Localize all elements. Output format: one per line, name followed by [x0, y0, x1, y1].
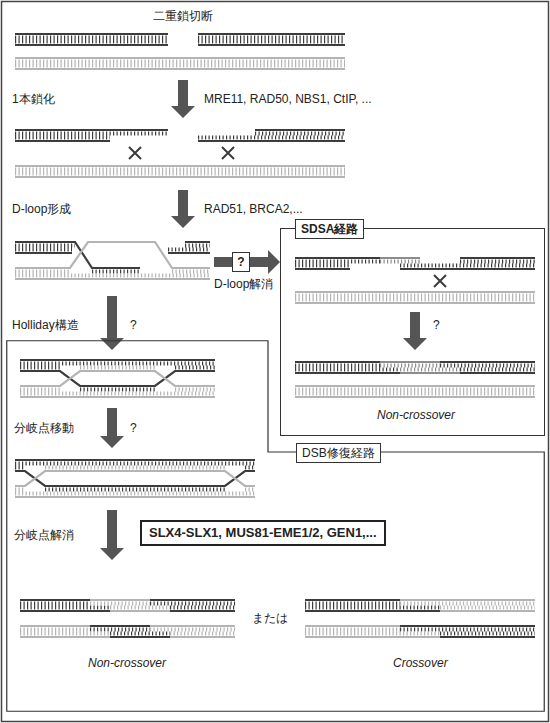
double-strand-break — [15, 34, 345, 69]
panel-heading: DSB修復経路 — [296, 443, 381, 463]
question-mark: ? — [130, 317, 137, 333]
non-crossover-product-part — [20, 600, 235, 637]
double-strand-break-part — [15, 58, 345, 69]
double-strand-break-part — [15, 38, 345, 42]
branch-migration-part — [15, 464, 255, 490]
panel-outline — [7, 341, 545, 712]
step-arrows-part — [100, 296, 124, 350]
step-label: 1本鎖化 — [12, 91, 55, 107]
d-loop — [15, 242, 232, 279]
pathway-panel: SDSA経路?Non-crossover — [280, 228, 545, 436]
step-label: 分岐点解消 — [14, 527, 74, 543]
step-arrows-part — [171, 190, 195, 228]
sdsa-steps-part — [295, 292, 535, 303]
outcome-label: Non-crossover — [88, 655, 166, 671]
step-arrows-part — [100, 408, 124, 448]
sdsa-steps-part — [434, 275, 446, 287]
resection-part — [15, 130, 345, 141]
step-arrows-part — [100, 510, 124, 560]
crossover-product-part — [305, 604, 535, 634]
enzyme-list: SLX4-SLX1, MUS81-EME1/2, GEN1,... — [149, 525, 377, 540]
non-crossover-product-part — [20, 600, 235, 637]
conjunction: または — [252, 610, 288, 626]
branch-migration — [15, 460, 255, 497]
non-crossover-product — [20, 600, 235, 637]
branch-migration-part — [15, 468, 255, 494]
non-crossover-product-part — [20, 604, 235, 634]
step-label: D-loop解消 — [214, 276, 273, 292]
crossover-product — [305, 600, 535, 637]
question-mark: ? — [130, 420, 137, 436]
sdsa-steps-part — [295, 366, 535, 370]
protein-list: MRE11, RAD50, NBS1, CtIP, ... — [204, 91, 372, 107]
resection — [15, 130, 345, 177]
sdsa-steps-part — [295, 296, 535, 300]
block-arrow — [250, 250, 280, 274]
crossover-product-part — [305, 600, 535, 637]
d-loop-part — [15, 272, 210, 276]
non-crossover-product-part — [20, 604, 235, 634]
sdsa-steps-part — [380, 366, 460, 370]
holliday-junction — [20, 360, 215, 397]
outcome-label: Crossover — [393, 655, 448, 671]
step-label: Holliday構造 — [12, 317, 79, 333]
protein-list: RAD51, BRCA2,... — [204, 201, 303, 217]
sdsa-steps-part — [295, 258, 535, 269]
resection-part — [129, 147, 234, 159]
enzyme-box: SLX4-SLX1, MUS81-EME1/2, GEN1,... — [140, 520, 386, 546]
holliday-junction-part — [20, 360, 215, 386]
sdsa-steps-part — [380, 257, 420, 259]
holliday-junction-part — [20, 371, 215, 397]
double-strand-break-part — [15, 34, 345, 45]
d-loop-part — [15, 242, 210, 268]
sdsa-steps — [295, 258, 535, 397]
resection-part — [15, 170, 345, 174]
sdsa-steps-part — [295, 362, 535, 373]
crossover-product-part — [305, 604, 535, 634]
d-loop-part — [15, 242, 210, 279]
step-label: 分岐点移動 — [14, 420, 74, 436]
step-label: 二重鎖切断 — [153, 8, 213, 24]
sdsa-steps-part — [295, 262, 535, 266]
crossover-product-part — [305, 600, 535, 637]
question-mark: ? — [237, 254, 244, 270]
resection-part — [15, 134, 345, 138]
d-loop-part — [214, 257, 232, 267]
double-strand-break-part — [15, 62, 345, 66]
sdsa-steps-part — [403, 312, 427, 350]
step-arrows-part — [171, 80, 195, 118]
panel-heading: SDSA経路 — [295, 219, 364, 239]
question-box: ? — [232, 252, 250, 272]
resection-part — [15, 166, 345, 177]
sdsa-steps-part — [380, 260, 420, 264]
holliday-junction-part — [20, 368, 215, 394]
question-mark: ? — [433, 317, 440, 333]
sdsa-steps-part — [295, 386, 535, 397]
sdsa-steps-part — [295, 390, 535, 394]
outcome-label: Non-crossover — [377, 407, 455, 423]
pathway-panel: DSB修復経路 SLX4-SLX1, MUS81-EME1/2, GEN1,... — [6, 340, 545, 712]
step-label: D-loop形成 — [12, 201, 71, 217]
